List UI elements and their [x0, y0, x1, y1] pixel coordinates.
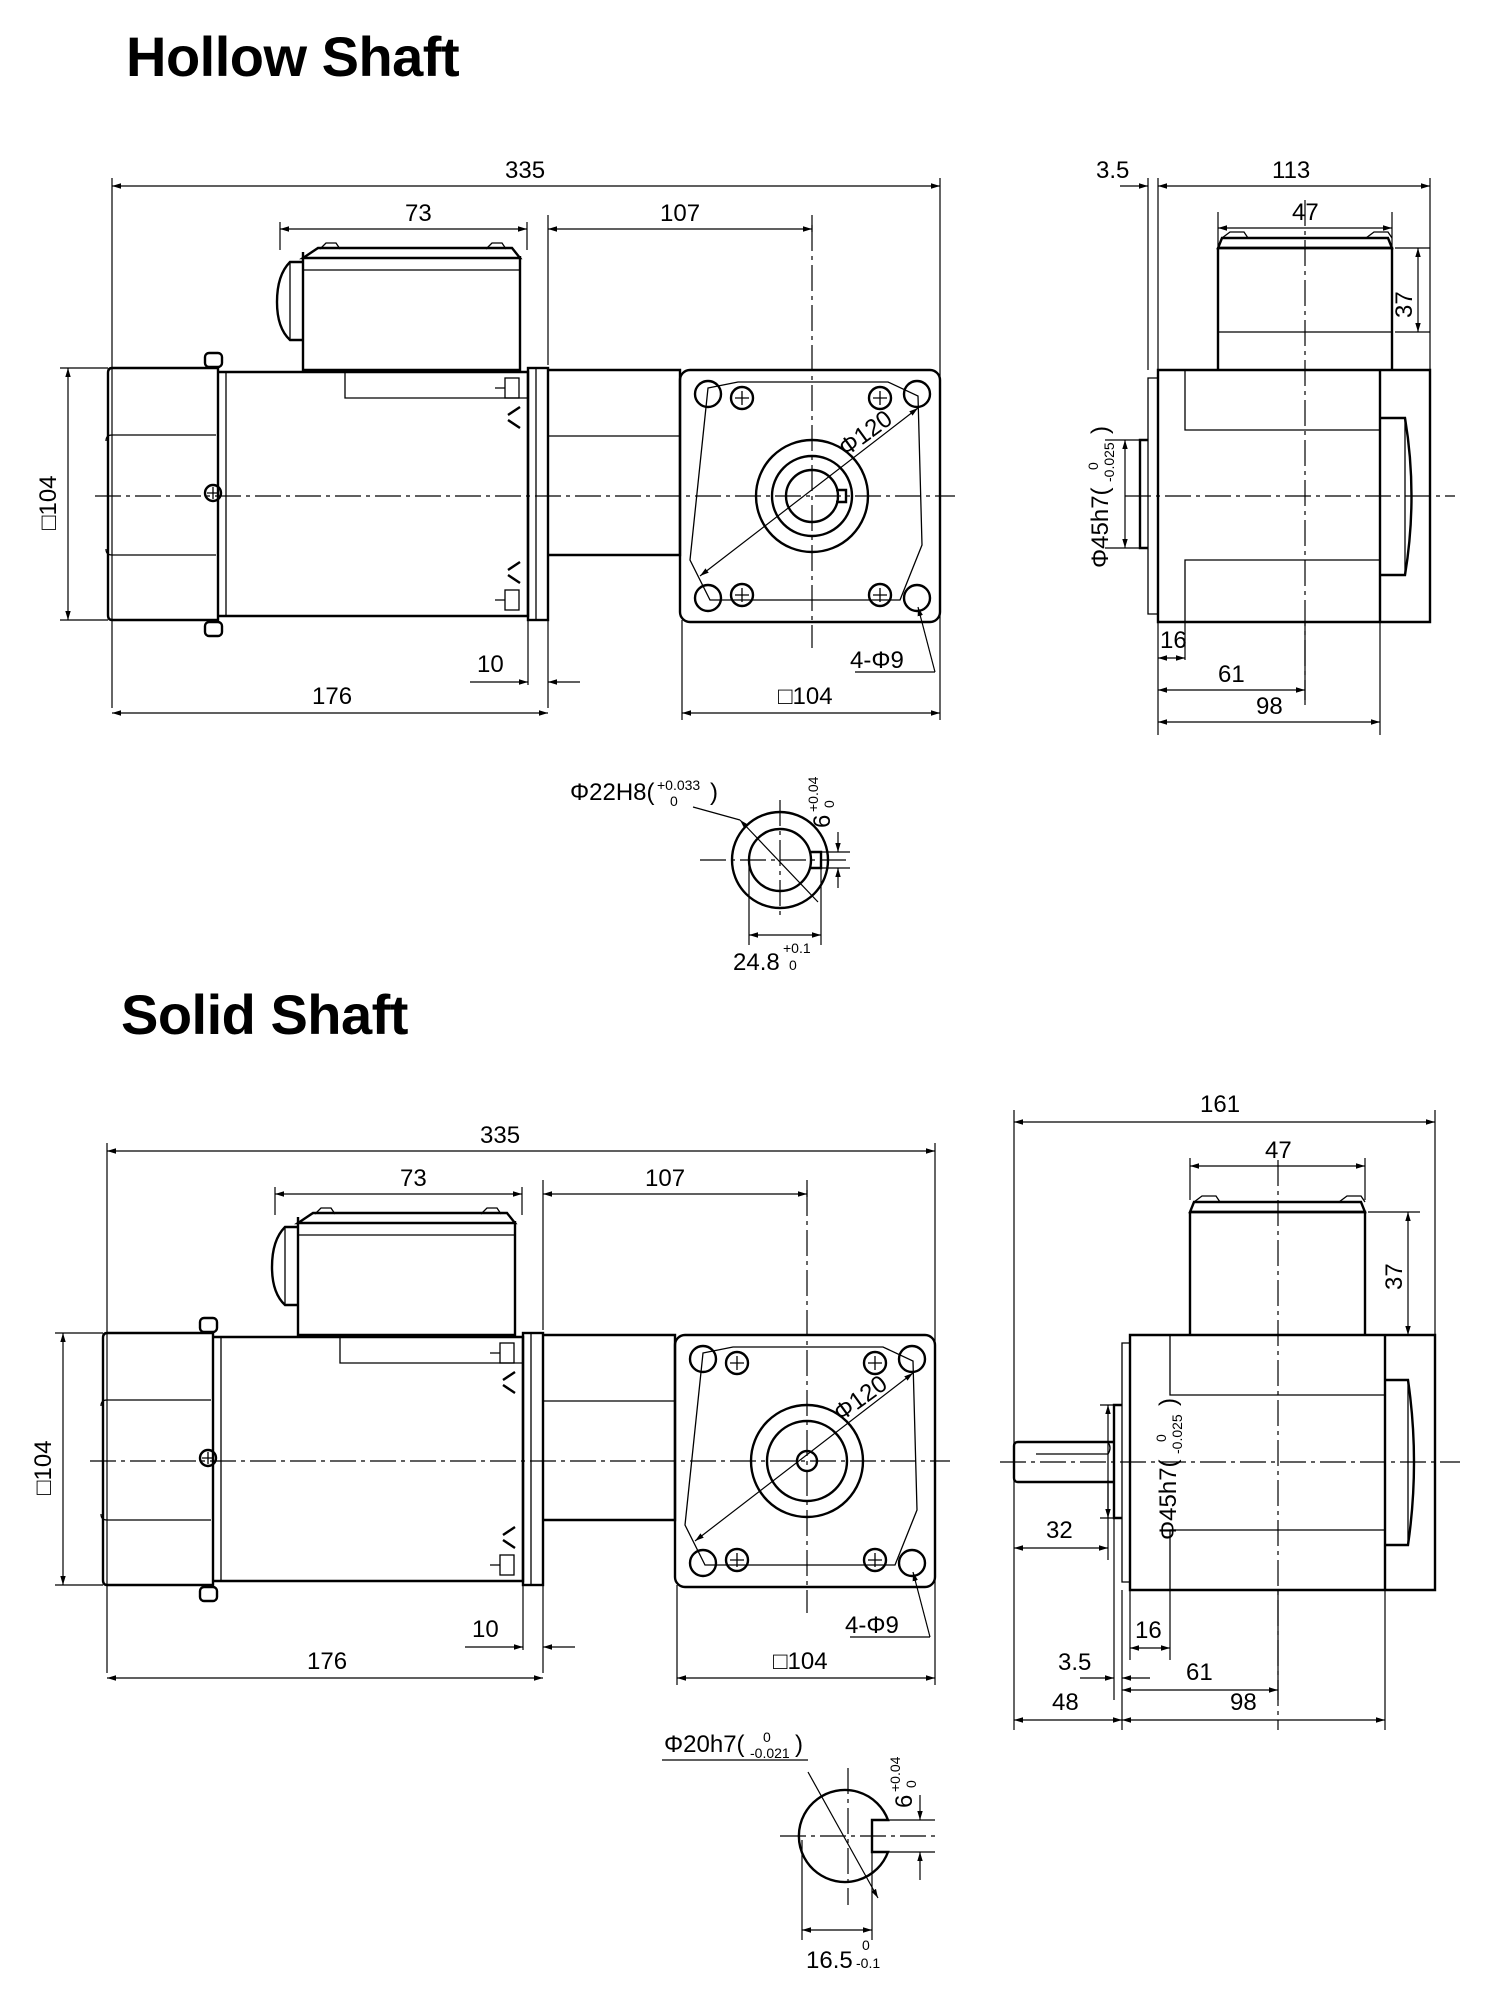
- hollow-bore-detail: Φ22H8( +0.033 0 ) 6 +0.04 0 24.8 +0.1 0: [570, 776, 850, 976]
- tol-minus-01: -0.1: [856, 1955, 880, 1971]
- hollow-front-view: 335 73 107 □104 176 10 □104 4-Φ9 Φ120: [35, 157, 955, 720]
- dim-6: 6: [809, 815, 836, 828]
- dim-phi22h8: Φ22H8(: [570, 779, 655, 806]
- dim-47: 47: [1292, 199, 1319, 226]
- title-solid-shaft: Solid Shaft: [121, 983, 408, 1046]
- dim-phi120: Φ120: [834, 405, 898, 462]
- tol-zero: 0: [670, 793, 678, 809]
- title-hollow-shaft: Hollow Shaft: [126, 25, 460, 88]
- dim-335: 335: [505, 157, 545, 184]
- dim-16: 16: [1135, 1617, 1162, 1644]
- tol-plus-0033: +0.033: [657, 777, 700, 793]
- tol-minus-0021: -0.021: [750, 1745, 790, 1761]
- paren-close: ): [1155, 1398, 1182, 1406]
- dim-square-symbol: □: [778, 683, 793, 710]
- svg-text:□104: □104: [30, 1440, 57, 1495]
- dim-335: 335: [480, 1122, 520, 1149]
- tol-zero: 0: [1085, 462, 1101, 470]
- dim-107: 107: [660, 200, 700, 227]
- solid-side-view: 161 47 37 Φ45h7( 0 -0.025 ) 32 16 3.5 61…: [1000, 1091, 1460, 1730]
- dim-6: 6: [891, 1795, 918, 1808]
- dim-107: 107: [645, 1165, 685, 1192]
- dim-104-horizontal: 104: [793, 683, 833, 710]
- hollow-side-view: 3.5 113 47 37 Φ45h7( 0 -0.025 ) 16 61 98: [1085, 157, 1455, 735]
- dim-104-vertical: 104: [30, 1440, 57, 1480]
- dim-113: 113: [1272, 157, 1310, 184]
- tol-plus-004: +0.04: [887, 1756, 903, 1792]
- dim-73: 73: [405, 200, 432, 227]
- dim-47: 47: [1265, 1137, 1292, 1164]
- dim-98: 98: [1256, 693, 1283, 720]
- dim-phi120: Φ120: [829, 1370, 893, 1427]
- tol-plus-01: +0.1: [783, 940, 811, 956]
- dim-phi45h7: Φ45h7(: [1155, 1459, 1182, 1540]
- dim-square-symbol: □: [30, 1480, 57, 1495]
- tol-minus-0025: -0.025: [1169, 1414, 1185, 1454]
- svg-text:□104: □104: [773, 1648, 828, 1675]
- dim-61: 61: [1186, 1659, 1213, 1686]
- dim-176: 176: [307, 1648, 347, 1675]
- dim-square-symbol: □: [35, 515, 62, 530]
- dim-104-vertical: 104: [35, 475, 62, 515]
- dim-73: 73: [400, 1165, 427, 1192]
- paren-close: ): [795, 1731, 803, 1758]
- tol-minus-0025: -0.025: [1101, 442, 1117, 482]
- dim-phi20h7: Φ20h7(: [664, 1731, 745, 1758]
- dim-37: 37: [1391, 291, 1418, 318]
- solid-front-view: 335 73 107 □104 176 10 □104 4-Φ9 Φ120: [30, 1122, 950, 1685]
- tol-zero: 0: [903, 1780, 919, 1788]
- dim-16-5: 16.5: [806, 1947, 853, 1974]
- dim-37: 37: [1381, 1263, 1408, 1290]
- dim-10: 10: [472, 1616, 499, 1643]
- dim-98: 98: [1230, 1689, 1257, 1716]
- tol-zero: 0: [821, 800, 837, 808]
- tol-plus-004: +0.04: [805, 776, 821, 812]
- dim-161: 161: [1200, 1091, 1240, 1118]
- svg-text:□104: □104: [778, 683, 833, 710]
- dim-61: 61: [1218, 661, 1245, 688]
- dim-176: 176: [312, 683, 352, 710]
- tol-zero: 0: [789, 957, 797, 973]
- tol-zero: 0: [862, 1937, 870, 1953]
- dim-10: 10: [477, 651, 504, 678]
- dim-32: 32: [1046, 1517, 1073, 1544]
- dim-3-5: 3.5: [1096, 157, 1129, 184]
- dim-4-phi9: 4-Φ9: [850, 647, 904, 674]
- svg-text:□104: □104: [35, 475, 62, 530]
- tol-zero: 0: [763, 1729, 771, 1745]
- dim-3-5: 3.5: [1058, 1649, 1091, 1676]
- solid-key-detail: Φ20h7( 0 -0.021 ) 6 +0.04 0 16.5 0 -0.1: [662, 1729, 935, 1974]
- paren-close: ): [1087, 426, 1114, 434]
- dim-4-phi9: 4-Φ9: [845, 1612, 899, 1639]
- dim-phi45h7: Φ45h7(: [1087, 487, 1114, 568]
- dim-16: 16: [1160, 627, 1187, 654]
- tol-zero: 0: [1153, 1434, 1169, 1442]
- paren-close: ): [710, 779, 718, 806]
- dim-24-8: 24.8: [733, 949, 780, 976]
- dim-104-horizontal: 104: [788, 1648, 828, 1675]
- dim-48: 48: [1052, 1689, 1079, 1716]
- dim-square-symbol: □: [773, 1648, 788, 1675]
